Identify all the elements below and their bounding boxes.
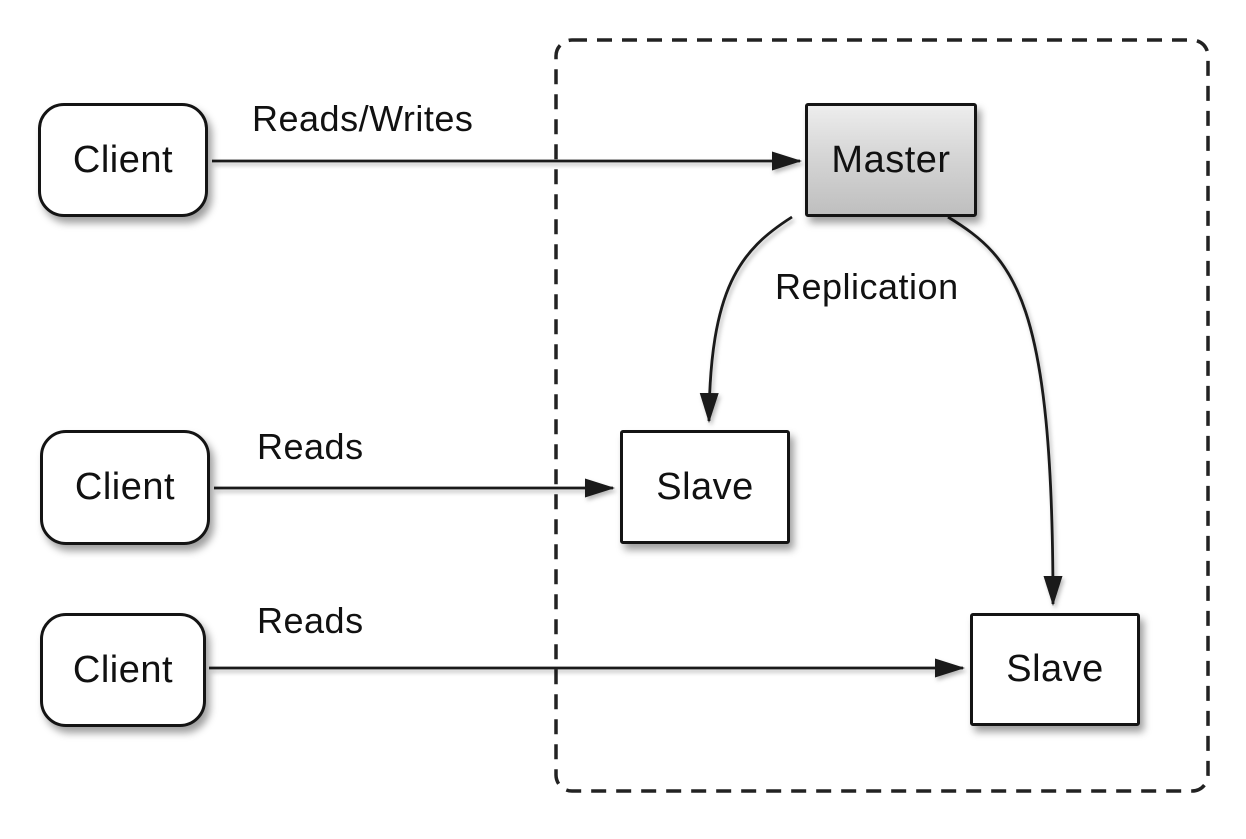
edge-label-reads-top: Reads [257,426,364,467]
node-master: Master [805,103,977,217]
edge-replication-right-arrow [947,215,1063,606]
edge-replication-left-arrow [699,215,793,423]
node-slave-2: Slave [970,613,1140,726]
replication-boundary-dashed-box [554,38,1210,793]
edge-label-reads-writes: Reads/Writes [252,98,474,139]
node-client-3: Client [40,613,206,727]
node-slave-2-label: Slave [1006,648,1104,690]
node-client-1-label: Client [72,138,174,181]
node-client-2-label: Client [74,466,176,508]
node-slave-1-label: Slave [656,465,754,508]
edge-label-reads-bottom: Reads [257,600,364,641]
node-client-3-label: Client [72,648,174,691]
node-client-1: Client [38,103,208,217]
node-client-2: Client [40,430,210,545]
node-slave-1: Slave [620,430,790,544]
node-master-label: Master [831,138,951,181]
edge-label-replication: Replication [775,266,959,307]
